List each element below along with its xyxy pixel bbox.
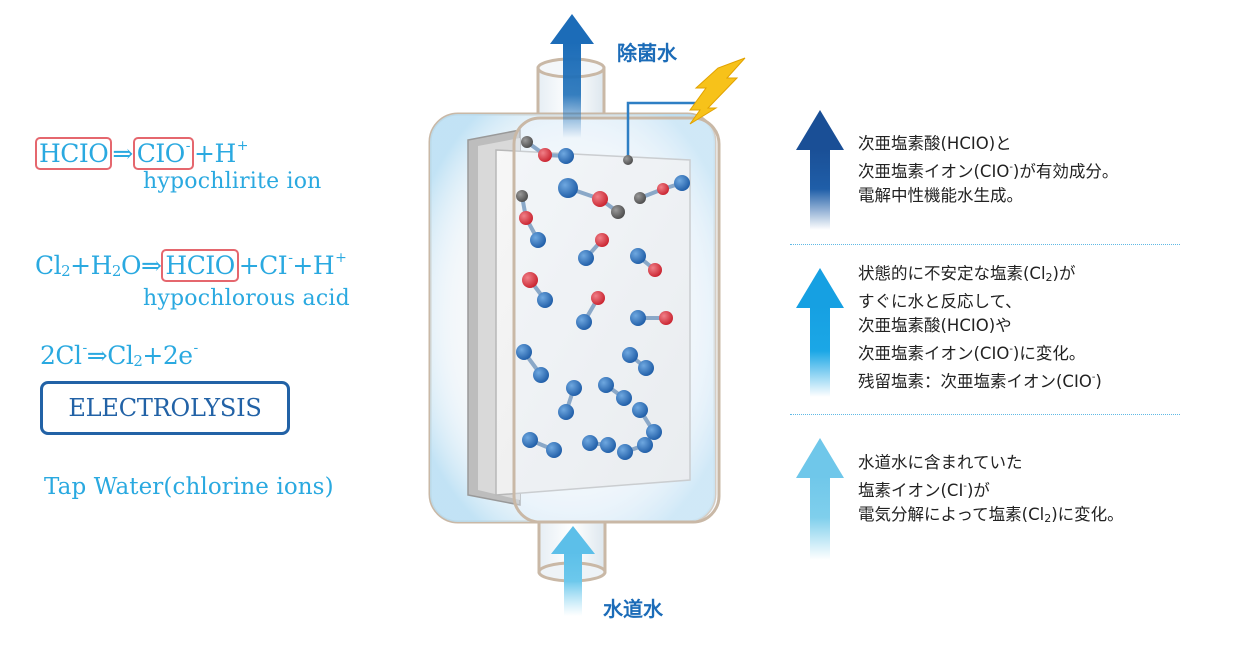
hypochlorite-ion-label: hypochlirite ion	[143, 169, 322, 194]
molecule	[632, 402, 662, 440]
molecule	[634, 175, 690, 204]
tap-water-jp-label: 水道水	[603, 597, 663, 621]
molecules	[516, 136, 690, 460]
description-middle: 状態的に不安定な塩素(Cl2)が すぐに水と反応して、 次亜塩素酸(HCIO)や…	[858, 264, 1102, 391]
molecule	[598, 377, 632, 406]
electrolysis-box: ELECTROLYSIS	[40, 381, 290, 435]
divider	[790, 244, 1180, 245]
molecule	[522, 272, 553, 308]
lightning-bolt-icon	[689, 57, 746, 125]
hclo-boxed: HCIO	[35, 137, 113, 170]
step-arrow-top-icon	[796, 110, 844, 230]
equation-hypochlorite: HCIO⇒CIO-+H+ hypochlirite ion	[35, 131, 322, 195]
molecule	[521, 136, 574, 164]
step-arrow-middle-icon	[796, 268, 844, 397]
molecule	[630, 248, 662, 277]
molecule	[582, 435, 616, 453]
power-wire	[626, 101, 708, 158]
molecule	[558, 380, 582, 420]
step-arrow-bottom-icon	[796, 438, 844, 560]
description-top: 次亜塩素酸(HCIO)と 次亜塩素イオン(CIO-)が有効成分。 電解中性機能水…	[858, 134, 1119, 205]
molecule	[576, 291, 605, 330]
divider	[790, 414, 1180, 415]
sterilized-water-label: 除菌水	[617, 41, 677, 65]
cell-housing-front	[512, 116, 721, 524]
inflow-arrow-icon	[551, 526, 595, 616]
hypochlorous-acid-label: hypochlorous acid	[143, 286, 350, 311]
molecule	[617, 437, 653, 460]
molecule	[622, 347, 654, 376]
equation-chlorine: 2Cl-⇒Cl2+2e-	[40, 340, 198, 370]
hclo-boxed-2: HCIO	[161, 249, 239, 282]
molecule	[516, 344, 549, 383]
molecule	[522, 432, 562, 458]
description-bottom: 水道水に含まれていた 塩素イオン(CI-)が 電気分解によって塩素(Cl2)に変…	[858, 453, 1124, 525]
equation-hypochlorous: Cl2+H2O⇒HCIO+CI-+H+ hypochlorous acid	[35, 249, 350, 311]
molecule	[578, 233, 609, 266]
tap-water-label: Tap Water(chlorine ions)	[44, 474, 334, 500]
clo-boxed: CIO-	[132, 137, 194, 170]
molecule	[630, 310, 673, 326]
molecule	[558, 178, 625, 219]
molecule	[516, 190, 546, 248]
outflow-arrow-icon	[550, 14, 594, 138]
